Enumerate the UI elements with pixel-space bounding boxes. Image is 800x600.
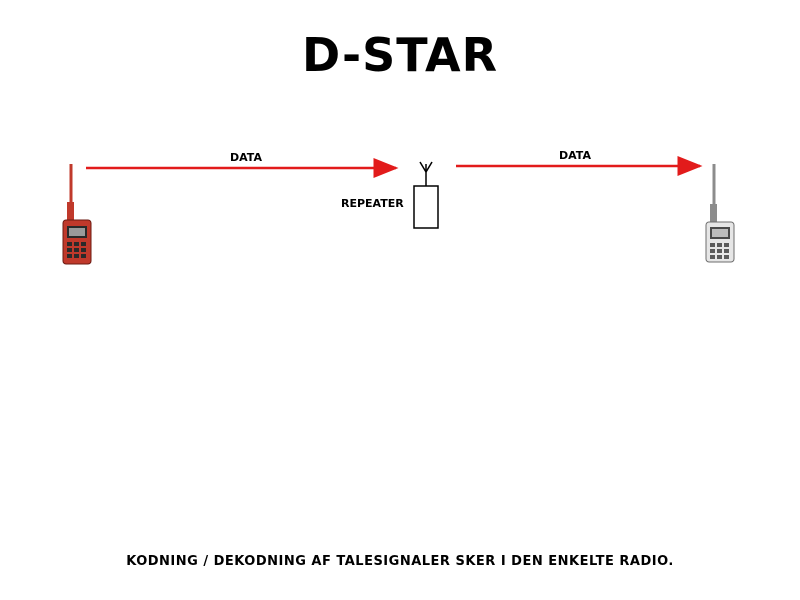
radio-receiver-icon <box>705 164 735 263</box>
repeater-antenna-icon <box>413 161 439 229</box>
data-label-right: DATA <box>559 149 591 162</box>
data-label-left: DATA <box>230 151 262 164</box>
repeater-label: REPEATER <box>341 197 404 210</box>
footer-caption: KODNING / DEKODNING AF TALESIGNALER SKER… <box>126 554 674 569</box>
radio-transmitter-icon <box>62 164 92 265</box>
page-title: D-STAR <box>301 28 499 82</box>
